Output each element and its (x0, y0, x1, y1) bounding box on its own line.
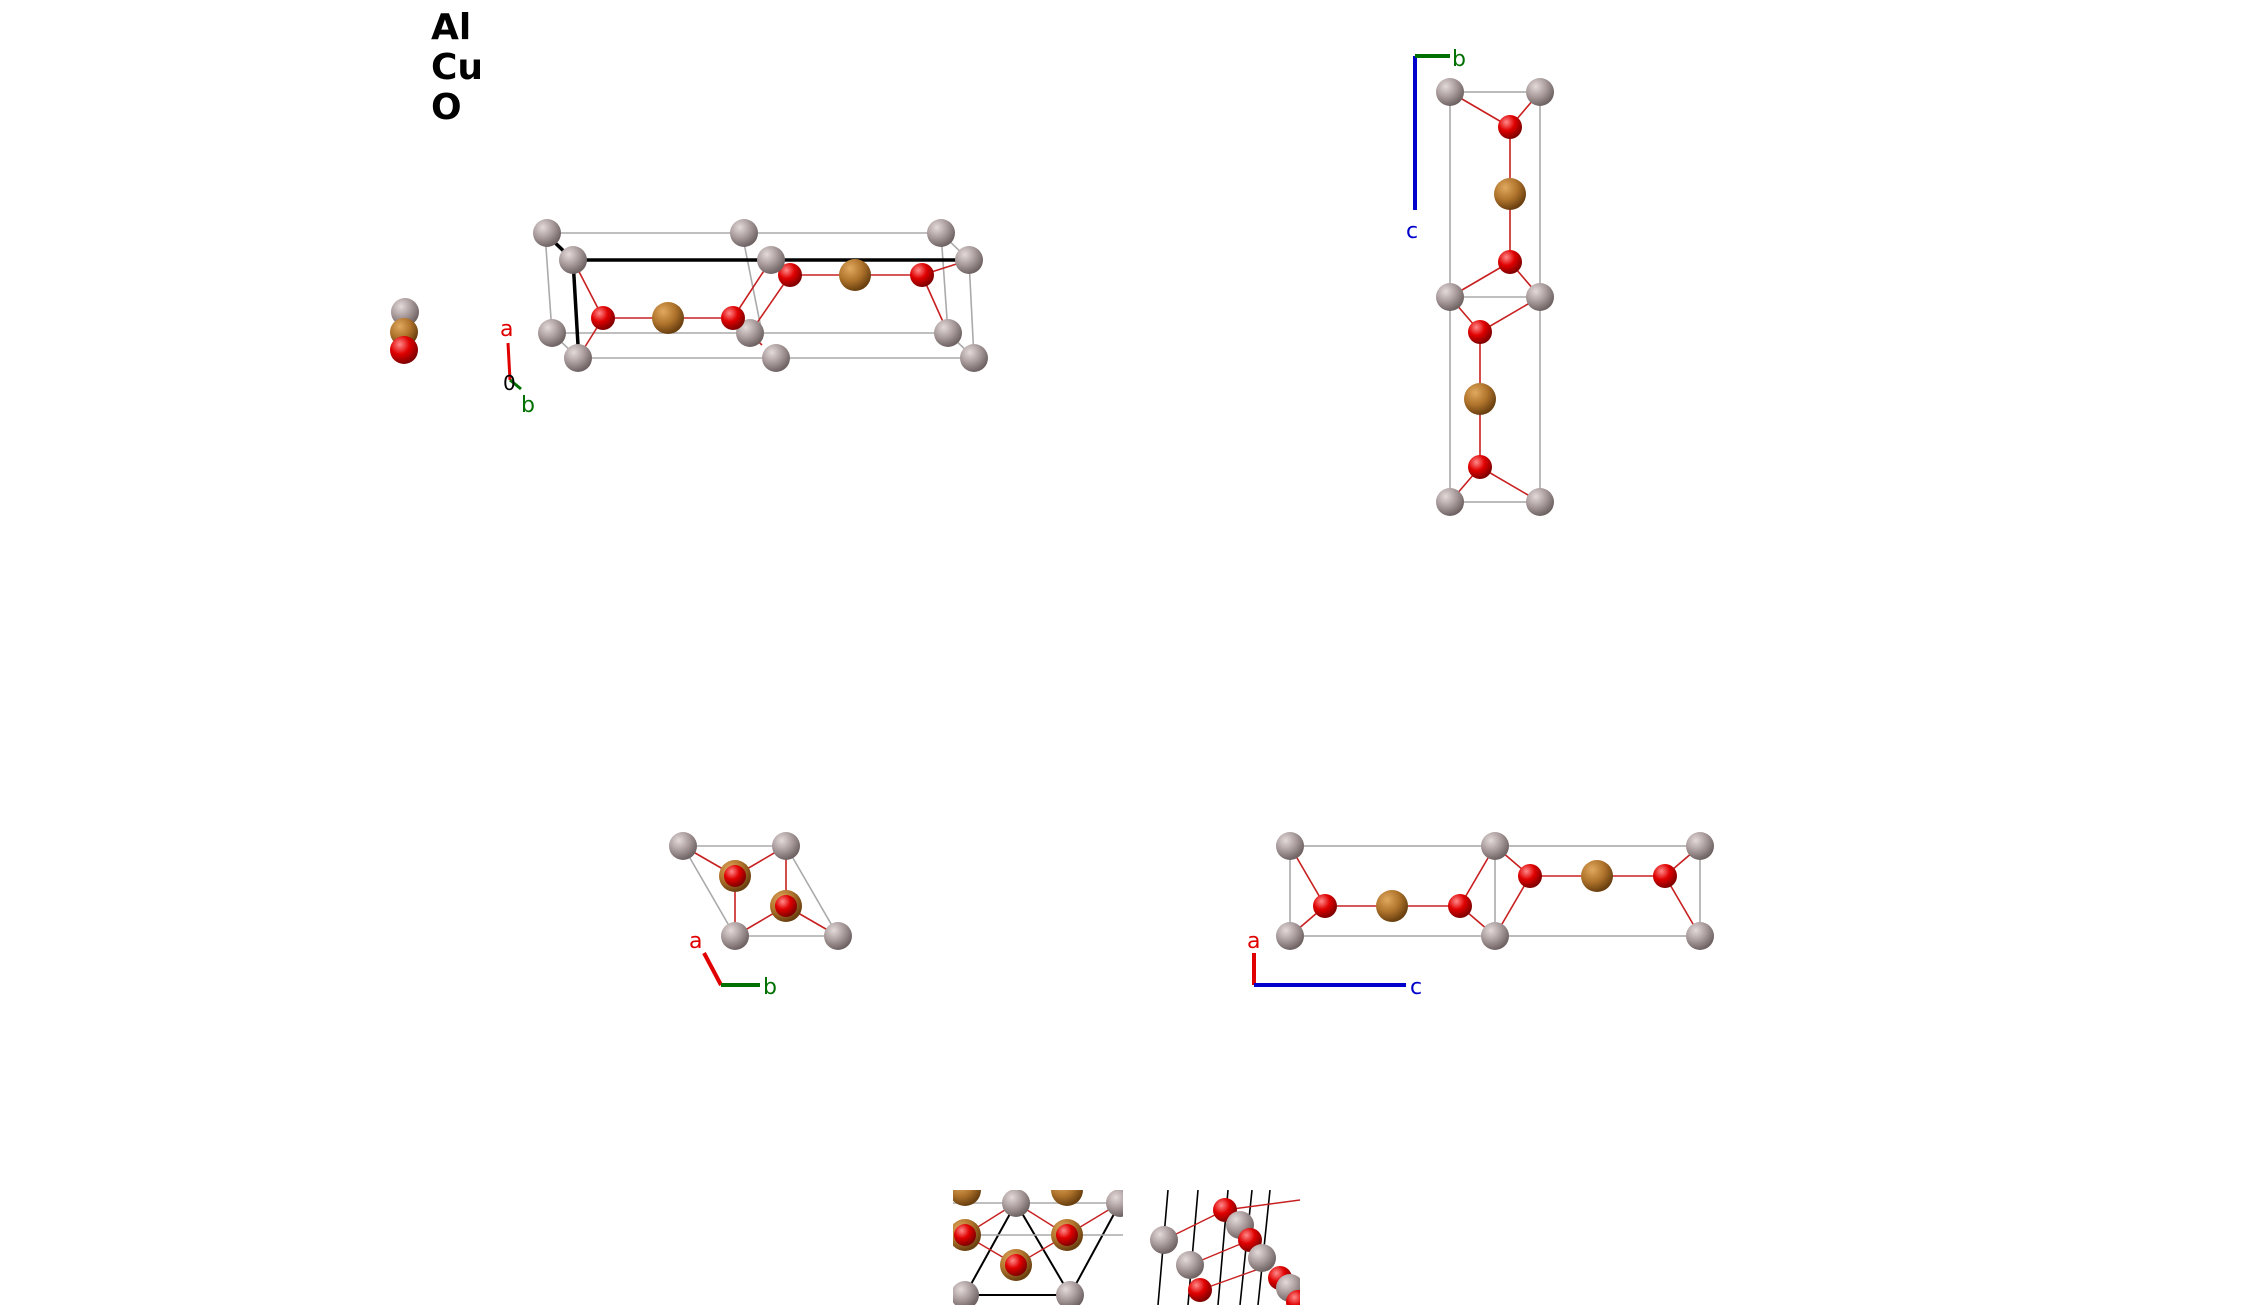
al-atom (1436, 488, 1464, 516)
cu-atom (1581, 860, 1613, 892)
o-atom (721, 306, 745, 330)
al-atom (564, 344, 592, 372)
al-atom (934, 319, 962, 347)
al-atom (736, 319, 764, 347)
al-atom (1686, 832, 1714, 860)
al-atom (1526, 78, 1554, 106)
cu-atom (652, 302, 684, 334)
al-atom (1106, 1190, 1123, 1217)
al-atom (1176, 1251, 1204, 1279)
axis-triad: a c (1247, 929, 1422, 1000)
o-atom (1653, 864, 1677, 888)
al-atom (1526, 488, 1554, 516)
al-atom (1686, 922, 1714, 950)
al-atom (730, 219, 758, 247)
axis-label-a: a (500, 317, 513, 342)
o-atom (1518, 864, 1542, 888)
al-atom (955, 246, 983, 274)
al-atom (559, 246, 587, 274)
axis-label-b: b (1452, 47, 1466, 72)
cu-atom (1051, 1190, 1083, 1206)
al-atom (1276, 922, 1304, 950)
cu-atom (1464, 383, 1496, 415)
cu-atom (839, 259, 871, 291)
view-along-c: a b (669, 832, 852, 1000)
al-atom (669, 832, 697, 860)
al-atom (772, 832, 800, 860)
al-atom (953, 1281, 979, 1305)
al-atom (960, 344, 988, 372)
al-atom (1436, 78, 1464, 106)
axis-label-b: b (521, 393, 535, 418)
al-atom (1436, 283, 1464, 311)
axis-label-a: a (689, 929, 702, 954)
o-atom (954, 1224, 976, 1246)
al-atom (757, 246, 785, 274)
cu-atom (1494, 178, 1526, 210)
axis-triad: b c (1406, 47, 1466, 244)
o-atom (910, 263, 934, 287)
view-along-a: b c (1406, 47, 1554, 516)
bonds (682, 845, 839, 937)
axis-label-origin: 0 (503, 371, 516, 395)
o-atom (1498, 115, 1522, 139)
o-atom (390, 336, 418, 364)
axis-triad: a b 0 (500, 317, 535, 418)
al-atom (1481, 922, 1509, 950)
thumbnail-supercell-side (1150, 1190, 1300, 1305)
al-atom (1526, 283, 1554, 311)
al-atom (1481, 832, 1509, 860)
o-atom (1056, 1224, 1078, 1246)
legend-o: O (431, 87, 462, 128)
o-atom (1448, 894, 1472, 918)
o-atom (591, 306, 615, 330)
legend-cu: Cu (431, 47, 484, 88)
al-atom (824, 922, 852, 950)
thumbnail-supercell-top (953, 1190, 1123, 1305)
al-atom (1150, 1226, 1178, 1254)
al-atom (1056, 1281, 1084, 1305)
al-atom (721, 922, 749, 950)
o-atom (1498, 250, 1522, 274)
o-atom (1005, 1254, 1027, 1276)
axis-triad: a b (689, 929, 777, 1000)
edge-atoms (390, 298, 419, 364)
o-atom (778, 263, 802, 287)
o-atom (1313, 894, 1337, 918)
element-legend: Al Cu O (431, 8, 483, 128)
view-along-b: a c (1247, 832, 1714, 1000)
cu-atom (1376, 890, 1408, 922)
al-atom (538, 319, 566, 347)
al-atom (1002, 1190, 1030, 1217)
axis-label-b: b (763, 975, 777, 1000)
o-atom (1286, 1290, 1300, 1305)
al-atom (1248, 1244, 1276, 1272)
o-atom (1188, 1278, 1212, 1302)
al-atom (533, 219, 561, 247)
o-atom (724, 865, 746, 887)
al-atom (391, 298, 419, 326)
legend-al: Al (431, 7, 472, 48)
axis-label-a: a (1247, 929, 1260, 954)
al-atom (927, 219, 955, 247)
perspective-view: a b 0 (390, 219, 988, 418)
axis-label-c: c (1406, 219, 1418, 244)
o-atom (1468, 455, 1492, 479)
al-atom (1276, 832, 1304, 860)
al-atom (762, 344, 790, 372)
bonds (572, 259, 970, 359)
o-atom (775, 895, 797, 917)
cu-atom (953, 1190, 981, 1206)
axis-label-c: c (1410, 975, 1422, 1000)
o-atom (1468, 320, 1492, 344)
